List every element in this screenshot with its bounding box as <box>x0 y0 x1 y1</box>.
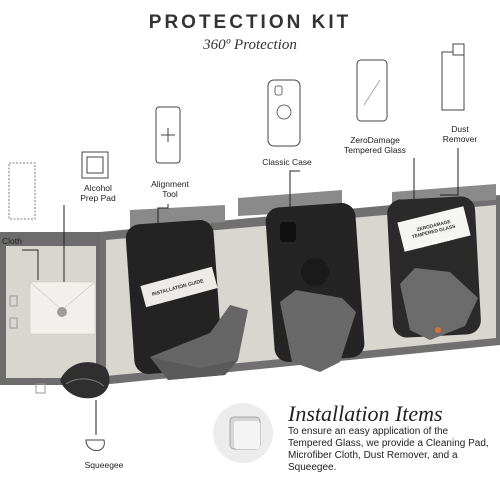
alcohol-pad-icon <box>81 151 109 179</box>
alcohol-pad-label: Alcohol Prep Pad <box>80 183 116 203</box>
phone-left <box>125 220 223 374</box>
classic-case-label: Classic Case <box>262 157 312 167</box>
leader-lines <box>22 148 459 435</box>
pockets <box>150 268 478 380</box>
zerodamage-glass-label: ZeroDamage Tempered Glass <box>344 135 406 155</box>
squeegee-label: Squeegee <box>84 460 124 470</box>
case-icon <box>267 79 301 147</box>
dust-remover-label: Dust Remover <box>442 124 478 144</box>
dust-remover-icon <box>441 43 465 111</box>
cloth-icon <box>8 162 36 220</box>
page-subtitle: 360º Protection <box>203 37 297 53</box>
dust-card-icon <box>213 403 273 463</box>
glass-icon <box>356 59 388 122</box>
squeegee <box>60 362 110 399</box>
page-title: PROTECTION KIT <box>148 12 352 33</box>
cloth-label: Cloth <box>2 236 22 246</box>
installation-items-body: To ensure an easy application of the Tem… <box>288 426 489 473</box>
squeegee-icon <box>85 439 105 451</box>
alignment-tool-label: Alignment Tool <box>151 179 189 199</box>
prep-pad <box>29 281 96 335</box>
installation-items-heading: Installation Items <box>288 401 443 426</box>
alignment-tool-icon <box>155 106 181 164</box>
